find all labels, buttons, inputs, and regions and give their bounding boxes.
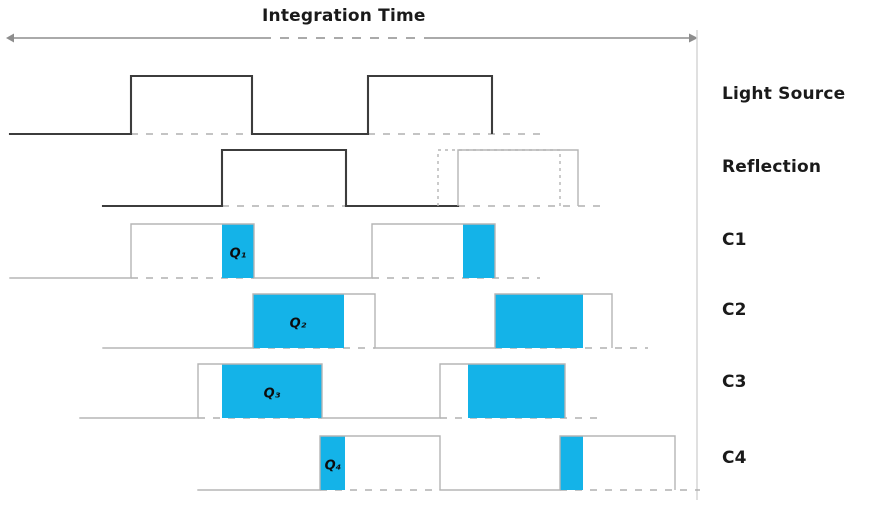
row-label-c1: C1 xyxy=(722,230,747,250)
pulse-outline-c1-1 xyxy=(371,223,496,278)
charge-fill-c4-1 xyxy=(560,436,583,490)
charge-fill-c4-0 xyxy=(320,436,345,490)
charge-fill-c3-1 xyxy=(468,364,565,418)
figure-title: Integration Time xyxy=(262,6,426,26)
waveform-row-c4: Q₄ xyxy=(197,435,700,491)
waveform-row-c1: Q₁ xyxy=(9,223,540,279)
row-label-c3: C3 xyxy=(722,372,747,392)
pulse-outline-light_source-1 xyxy=(366,74,494,134)
charge-fill-c1-1 xyxy=(463,224,495,278)
charge-label-c2: Q₂ xyxy=(290,316,307,331)
charge-label-c1: Q₁ xyxy=(230,246,247,261)
pulse-outline-light_source-0 xyxy=(129,74,254,134)
charge-fill-c2-0 xyxy=(253,294,344,348)
row-label-c2: C2 xyxy=(722,300,747,320)
charge-fill-c2-1 xyxy=(495,294,583,348)
waveform-row-reflection xyxy=(101,148,600,208)
pulse-outline-c3-0 xyxy=(197,363,323,418)
row-label-c4: C4 xyxy=(722,448,747,468)
pulse-outline-reflection-0 xyxy=(220,148,348,206)
row-label-reflection: Reflection xyxy=(722,157,822,177)
ghost-pulse-outline-reflection xyxy=(437,149,561,206)
pulse-outline-c4-0 xyxy=(319,435,441,490)
charge-fill-c1-0 xyxy=(222,224,254,278)
row-label-light_source: Light Source xyxy=(722,84,846,104)
charge-label-c4: Q₄ xyxy=(325,458,342,473)
pulse-outline-c1-0 xyxy=(130,223,255,278)
pulse-outline-reflection-1 xyxy=(457,149,579,206)
waveform-row-c2: Q₂ xyxy=(102,293,648,349)
waveform-row-c3: Q₃ xyxy=(79,363,600,419)
charge-label-c3: Q₃ xyxy=(264,386,281,401)
waveform-row-light_source xyxy=(8,74,540,136)
pulse-outline-c2-0 xyxy=(252,293,376,348)
waveform-rows: Q₁ Q₂ Q₃ Q₄ xyxy=(8,74,700,491)
pulse-outline-c4-1 xyxy=(559,435,676,490)
charge-fill-c3-0 xyxy=(222,364,322,418)
pulse-outline-c3-1 xyxy=(439,363,566,418)
pulse-outline-c2-1 xyxy=(494,293,613,348)
